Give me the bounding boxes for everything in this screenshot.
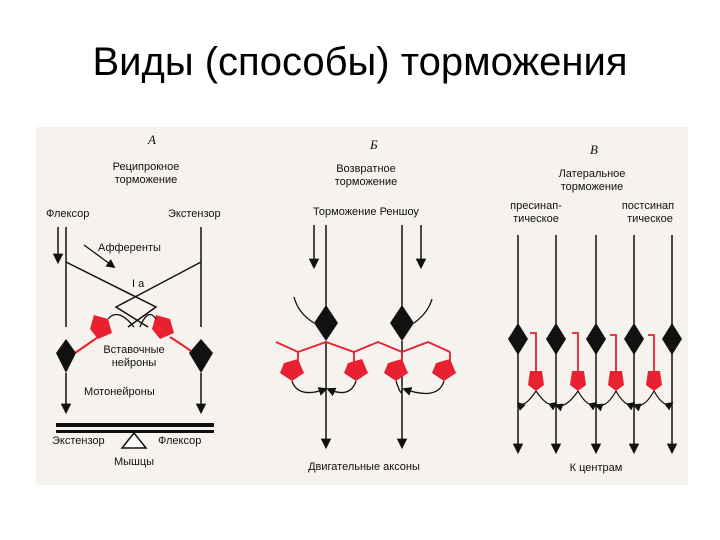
panel-b-heading-2: торможение (335, 176, 398, 188)
flexor-bottom-label: Флексор (158, 435, 201, 447)
fulcrum (120, 431, 148, 449)
panel-a-reciprocal: А Реципрокное торможение Флексор Экстенз… (46, 132, 221, 468)
to-centers-label: К центрам (570, 462, 623, 474)
panel-b-recurrent: Б Возвратное торможение Торможение Реншо… (275, 137, 456, 473)
extensor-top-label: Экстензор (168, 208, 221, 220)
motoneurons-label: Мотонейроны (84, 386, 155, 398)
lateral-neuron-2 (546, 323, 566, 355)
diagram-canvas: А Реципрокное торможение Флексор Экстенз… (46, 132, 682, 474)
motor-axons-label: Двигательные аксоны (308, 461, 420, 473)
inhibition-diagram: А Реципрокное торможение Флексор Экстенз… (36, 127, 688, 485)
renshaw-cell-3 (384, 359, 408, 381)
lateral-neuron-4 (624, 323, 644, 355)
slide-title: Виды (способы) торможения (92, 40, 628, 84)
afferents-arrow (83, 244, 116, 269)
renshaw-cell-1 (280, 359, 304, 381)
panel-c-heading-2: торможение (561, 181, 624, 193)
panel-b-heading-1: Возвратное (336, 163, 396, 175)
renshaw-cell-4 (432, 359, 456, 381)
postsynaptic-label-1: постсинап (622, 200, 674, 212)
lateral-inhib-1 (528, 371, 544, 391)
panel-c-lateral: В Латеральное торможение пресинап- тичес… (508, 142, 682, 474)
afferent-cross-right (114, 261, 202, 328)
interneuron-right (152, 315, 174, 339)
interneurons-label-2: нейроны (112, 357, 157, 369)
panel-a-heading-2: торможение (115, 174, 178, 186)
muscle-bar-1 (56, 423, 214, 427)
renshaw-label: Торможение Реншоу (313, 206, 419, 218)
extensor-bottom-label: Экстензор (52, 435, 105, 447)
lateral-neuron-3 (586, 323, 606, 355)
motoneuron-extensor (189, 339, 213, 373)
muscles-label: Мышцы (114, 456, 154, 468)
panel-b-letter: Б (369, 137, 378, 152)
panel-c-heading-1: Латеральное (559, 168, 626, 180)
ia-fiber-label: I a (132, 278, 145, 290)
presynaptic-label-2: тическое (513, 213, 559, 225)
interneuron-left (90, 315, 112, 339)
renshaw-cell-2 (344, 359, 368, 381)
lateral-inhib-3 (608, 371, 624, 391)
lateral-neuron-1 (508, 323, 528, 355)
panel-c-letter: В (590, 142, 598, 157)
panel-a-heading-1: Реципрокное (113, 161, 180, 173)
afferent-cross-left (65, 261, 158, 328)
presynaptic-label-1: пресинап- (510, 200, 562, 212)
renshaw-motoneuron-right (390, 305, 414, 341)
lateral-inhib-4 (646, 371, 662, 391)
renshaw-motoneuron-left (314, 305, 338, 341)
lateral-inhib-2 (570, 371, 586, 391)
panel-a-letter: А (147, 132, 156, 147)
interneurons-label-1: Вставочные (103, 344, 164, 356)
muscle-bar-2 (56, 430, 214, 433)
interneuron-left-axon (71, 336, 99, 356)
flexor-top-label: Флексор (46, 208, 89, 220)
afferents-label: Афференты (98, 242, 161, 254)
lateral-neuron-5 (662, 323, 682, 355)
motoneuron-flexor (56, 339, 76, 373)
postsynaptic-label-2: тическое (627, 213, 673, 225)
